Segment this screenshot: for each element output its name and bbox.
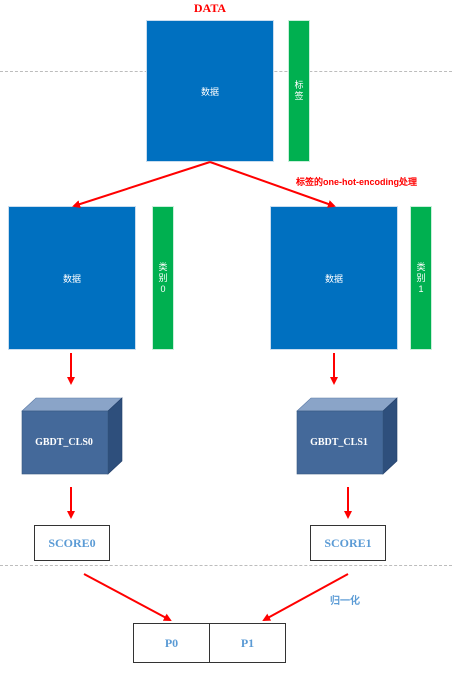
output-p1: P1 <box>209 623 286 663</box>
left-data-label: 数据 <box>62 273 81 284</box>
right-class-label: 类别1 <box>416 261 426 294</box>
diagram-title: DATA <box>193 1 227 15</box>
normalize-label: 归一化 <box>330 596 360 607</box>
right-score-box: SCORE1 <box>310 525 386 561</box>
right-score-label: SCORE1 <box>324 535 372 550</box>
right-class-box: 类别1 <box>410 206 432 350</box>
merge-arrow-right <box>262 573 349 621</box>
top-data-label: 数据 <box>200 86 219 97</box>
right-data-label: 数据 <box>324 273 343 284</box>
left-score-box: SCORE0 <box>34 525 110 561</box>
output-p1-label: P1 <box>240 635 255 650</box>
left-class-box: 类别0 <box>152 206 174 350</box>
left-class-label: 类别0 <box>158 261 168 294</box>
merge-arrow-left <box>83 573 172 621</box>
left-model-label: GBDT_CLS0 <box>35 437 93 448</box>
right-model-label: GBDT_CLS1 <box>310 437 368 448</box>
split-arrow-left <box>72 161 211 208</box>
one-hot-note: 标签的one-hot-encoding处理 <box>296 177 417 187</box>
left-model-cube <box>21 397 123 475</box>
right-model-cube <box>296 397 398 475</box>
left-score-label: SCORE0 <box>48 535 96 550</box>
output-p0: P0 <box>133 623 210 663</box>
top-tag-box: 标签 <box>288 20 310 162</box>
output-p0-label: P0 <box>164 635 179 650</box>
top-data-box: 数据 <box>146 20 274 162</box>
left-data-box: 数据 <box>8 206 136 350</box>
separator-bottom <box>0 565 452 566</box>
split-arrow-right <box>209 161 336 208</box>
top-tag-label: 标签 <box>294 80 304 101</box>
